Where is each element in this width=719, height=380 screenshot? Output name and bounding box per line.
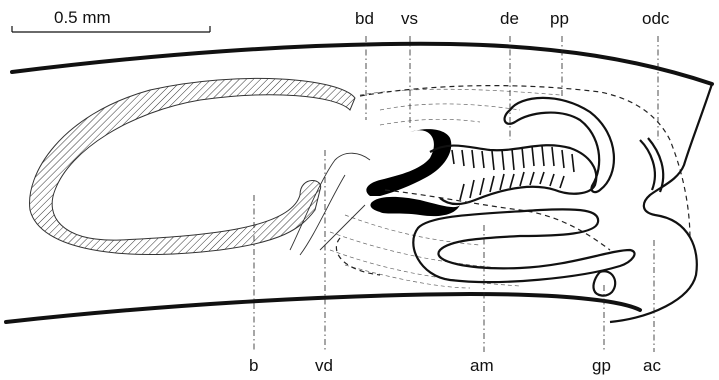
ductus-dashed: [385, 190, 610, 250]
atrium-communis: [610, 84, 712, 322]
dorsal-body-wall: [12, 44, 712, 84]
scale-bar: 0.5 mm: [12, 8, 210, 32]
label-ac: ac: [643, 356, 661, 375]
label-de: de: [500, 9, 519, 28]
label-bd: bd: [355, 9, 374, 28]
ventral-body-wall: [6, 294, 640, 322]
bristles: [452, 146, 574, 200]
label-pp: pp: [550, 9, 569, 28]
label-b: b: [249, 356, 258, 375]
scale-bar-label: 0.5 mm: [54, 8, 111, 27]
bursa-hatched: [30, 78, 355, 254]
label-gp: gp: [592, 356, 611, 375]
genital-pore: [593, 271, 615, 295]
vesicula-lower: [370, 197, 460, 216]
organ-dashed-lower: [336, 238, 380, 275]
label-odc: odc: [642, 9, 670, 28]
organ-dashed-outline: [360, 86, 690, 240]
label-am: am: [470, 356, 494, 375]
oviduct-inner: [648, 138, 663, 192]
oviduct: [640, 140, 655, 190]
label-vd: vd: [315, 356, 333, 375]
vesicula-seminalis: [366, 129, 451, 196]
label-vs: vs: [401, 9, 418, 28]
